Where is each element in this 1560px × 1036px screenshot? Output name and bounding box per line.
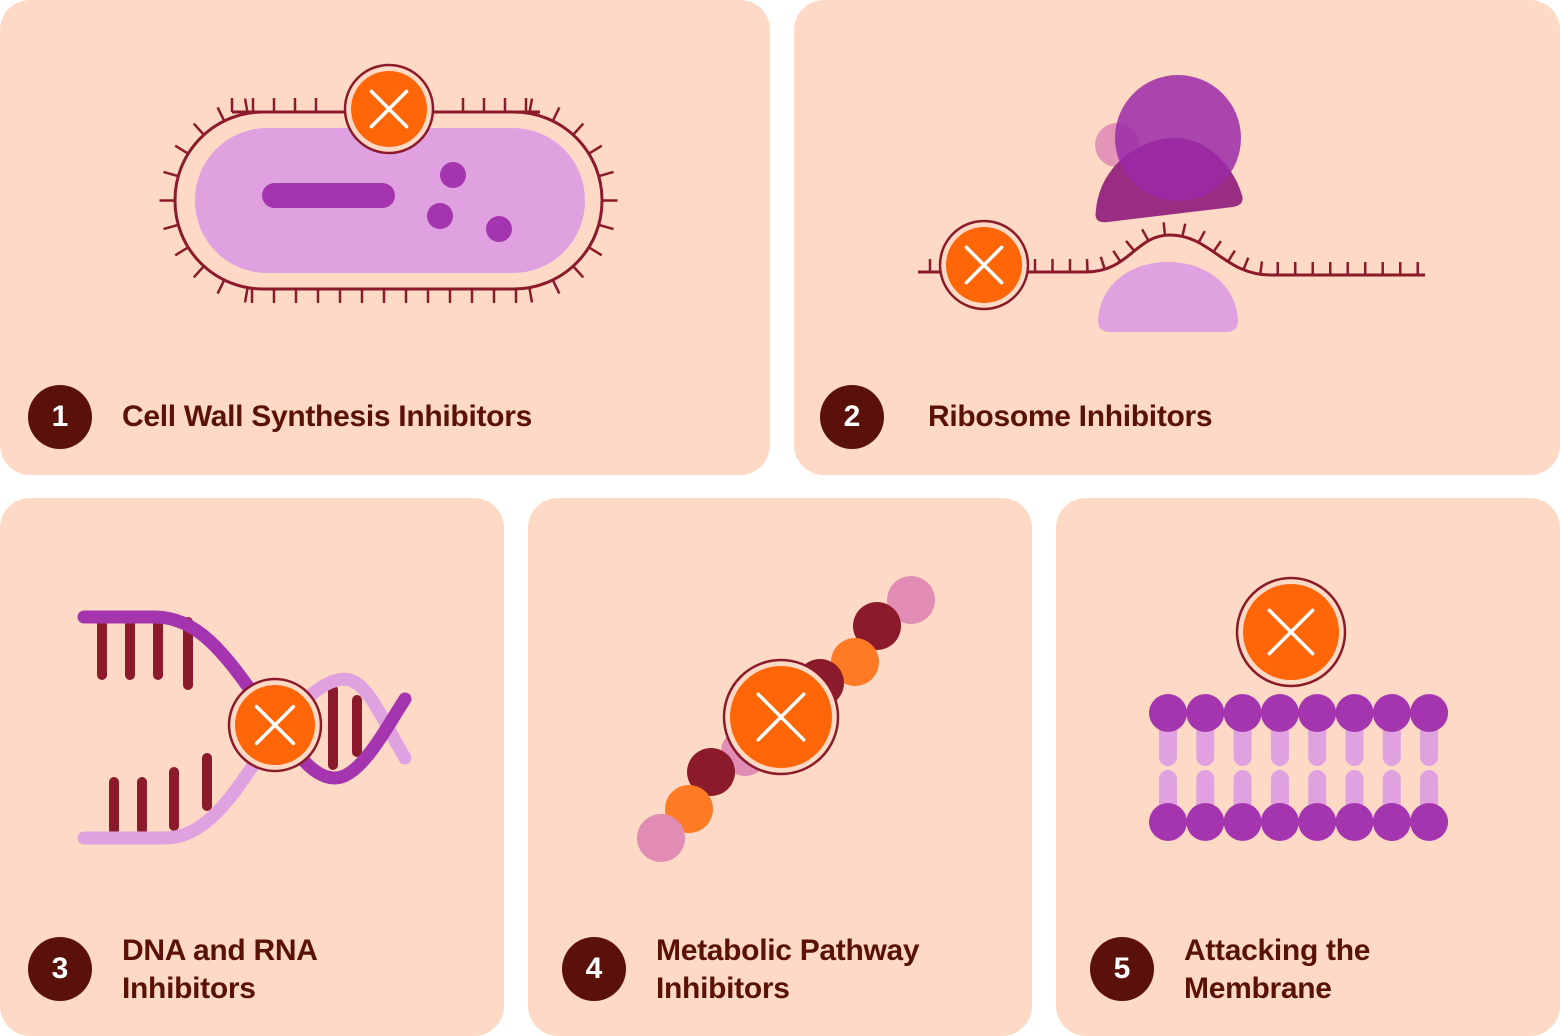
card-title-3-line2: Inhibitors [122, 972, 256, 1005]
card-title-3: DNA and RNA Inhibitors [122, 932, 318, 1008]
step-number-2: 2 [820, 385, 884, 449]
step-number-1: 1 [28, 385, 92, 449]
step-number-5: 5 [1090, 937, 1154, 1001]
card-title-4-line1: Metabolic Pathway [656, 934, 920, 967]
card-title-5: Attacking the Membrane [1184, 932, 1370, 1008]
card-title-5-line1: Attacking the [1184, 934, 1371, 967]
card-title-3-line1: DNA and RNA [122, 934, 318, 967]
card-title-5-line2: Membrane [1184, 972, 1332, 1005]
card-title-1: Cell Wall Synthesis Inhibitors [122, 400, 532, 433]
step-number-3: 3 [28, 937, 92, 1001]
card-title-2: Ribosome Inhibitors [928, 400, 1213, 433]
card-title-4-line2: Inhibitors [656, 972, 790, 1005]
card-title-4: Metabolic Pathway Inhibitors [656, 932, 920, 1008]
step-number-4: 4 [562, 937, 626, 1001]
